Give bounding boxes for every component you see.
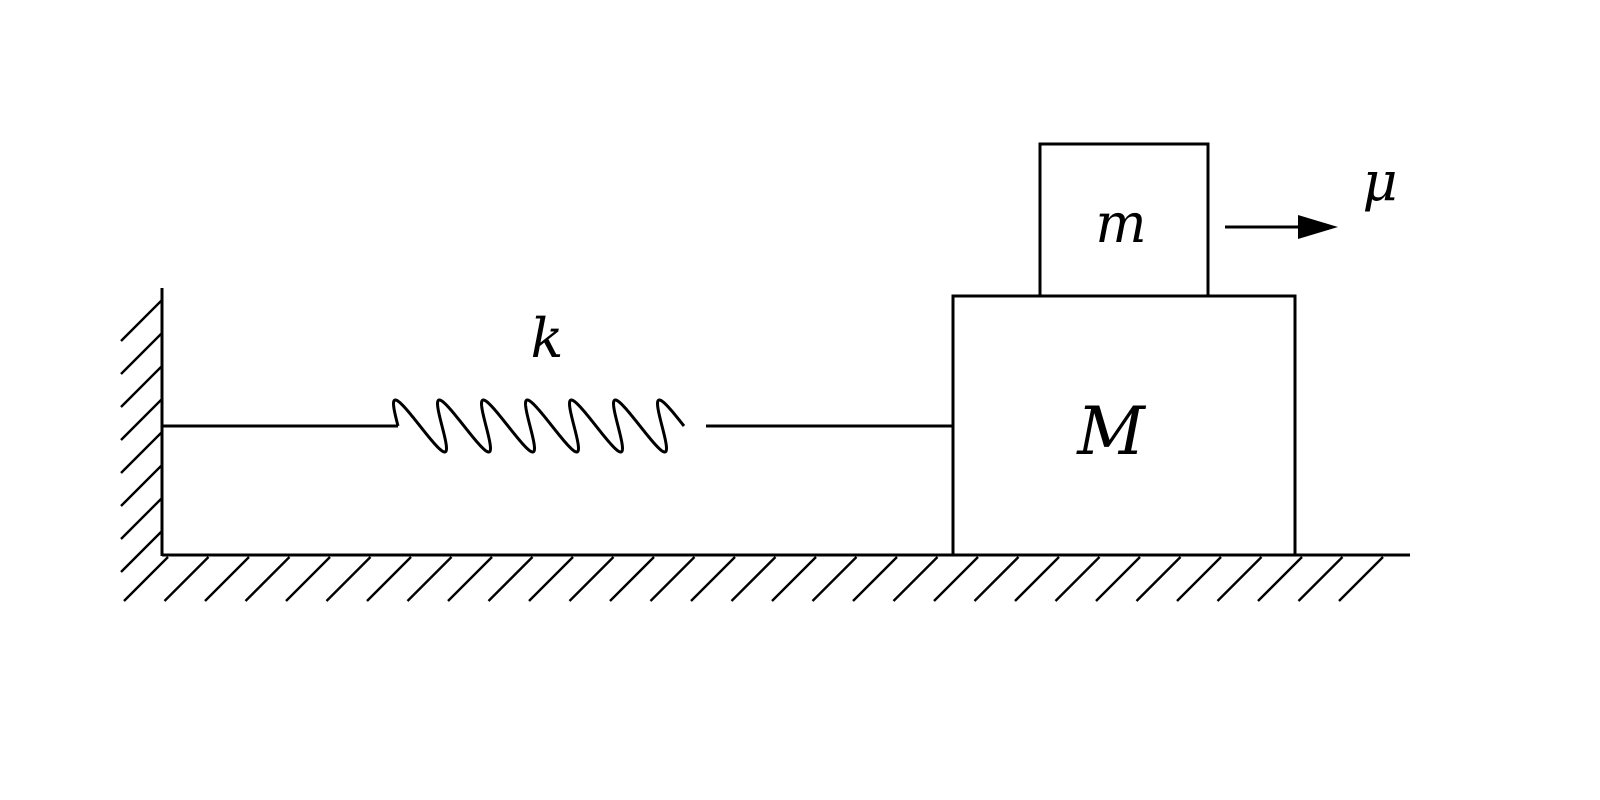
ground-hatch-line: [325, 556, 372, 602]
ground-hatch-line: [406, 556, 453, 602]
fixed-wall: [120, 288, 164, 573]
ground-hatch-line: [933, 556, 979, 602]
wall-hatch-line: [120, 365, 163, 408]
velocity-label: μ: [1362, 150, 1397, 213]
ground-hatch-line: [892, 556, 939, 602]
ground-hatch-line: [1257, 556, 1303, 602]
ground-hatch-line: [811, 556, 858, 602]
ground-hatch-line: [609, 556, 655, 602]
wall-hatch-line: [120, 464, 163, 507]
ground-hatch-line: [285, 556, 331, 602]
block-large-label: M: [1076, 393, 1146, 470]
ground-hatch-line: [123, 556, 169, 602]
ground-hatch-line: [528, 556, 574, 602]
ground-hatch-line: [244, 556, 291, 602]
ground-hatching: [123, 556, 1384, 602]
ground-hatch-line: [1135, 556, 1182, 602]
block-small: m: [1038, 142, 1210, 298]
ground-hatch-line: [690, 556, 736, 602]
wall-hatching: [120, 299, 163, 573]
wall-hatch-line: [120, 299, 163, 342]
spring-constant-label: k: [531, 307, 564, 370]
ground-hatch-line: [163, 556, 210, 602]
block-small-label: m: [1095, 192, 1146, 255]
ground-hatch-line: [852, 556, 898, 602]
ground-hatch-line: [771, 556, 817, 602]
ground-hatch-line: [204, 556, 250, 602]
ground-hatch-line: [568, 556, 615, 602]
wall-hatch-line: [120, 530, 163, 573]
ground-hatch-line: [366, 556, 412, 602]
ground-hatch-line: [1095, 556, 1141, 602]
block-small-rect: [1038, 142, 1210, 298]
wall-hatch-line: [120, 431, 163, 474]
velocity-arrow: [1225, 215, 1338, 239]
wall-hatch-line: [120, 497, 163, 540]
wall-hatch-line: [120, 332, 163, 375]
ground-hatch-line: [487, 556, 534, 602]
ground-hatch-line: [1014, 556, 1060, 602]
spring-coil: [392, 398, 686, 454]
spring: [162, 398, 953, 454]
ground: [123, 553, 1410, 602]
ground-hatch-line: [973, 556, 1020, 602]
ground-hatch-line: [1297, 556, 1344, 602]
block-large: M: [951, 294, 1297, 557]
ground-hatch-line: [447, 556, 493, 602]
ground-hatch-line: [1216, 556, 1263, 602]
ground-hatch-line: [1176, 556, 1222, 602]
ground-hatch-line: [1054, 556, 1101, 602]
wall-hatch-line: [120, 398, 163, 441]
ground-hatch-line: [730, 556, 777, 602]
arrow-head: [1298, 215, 1338, 239]
ground-hatch-line: [1338, 556, 1384, 602]
ground-hatch-line: [649, 556, 696, 602]
